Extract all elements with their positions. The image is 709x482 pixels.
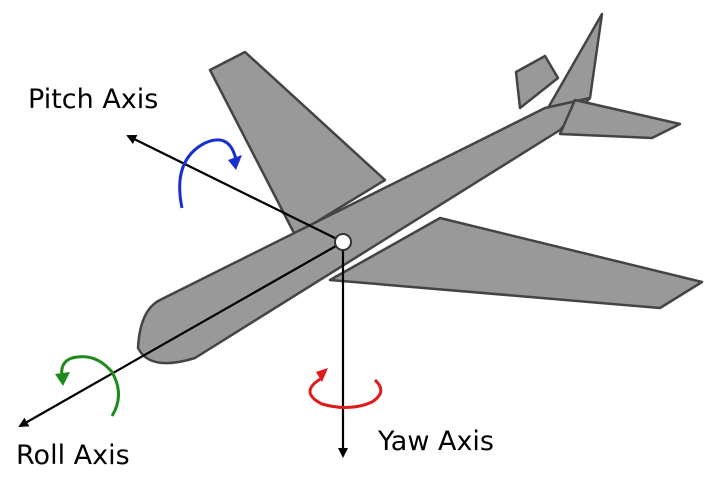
center-point [334, 233, 352, 251]
yaw-axis-label: Yaw Axis [378, 426, 495, 457]
tail-fin [546, 12, 604, 110]
fuselage [136, 96, 592, 365]
near-horizontal-stabilizer [558, 98, 682, 140]
pitch-axis-label: Pitch Axis [28, 84, 159, 115]
yaw-rotation-arrow [308, 368, 383, 409]
right-wing [328, 216, 704, 310]
pitch-rotation-arrow [178, 138, 242, 209]
far-horizontal-stabilizer [514, 54, 560, 110]
roll-axis-line [18, 241, 344, 427]
pitch-axis-line [126, 135, 344, 243]
left-wing [208, 50, 387, 237]
roll-axis-label: Roll Axis [16, 440, 130, 471]
roll-rotation-arrow [55, 355, 120, 417]
